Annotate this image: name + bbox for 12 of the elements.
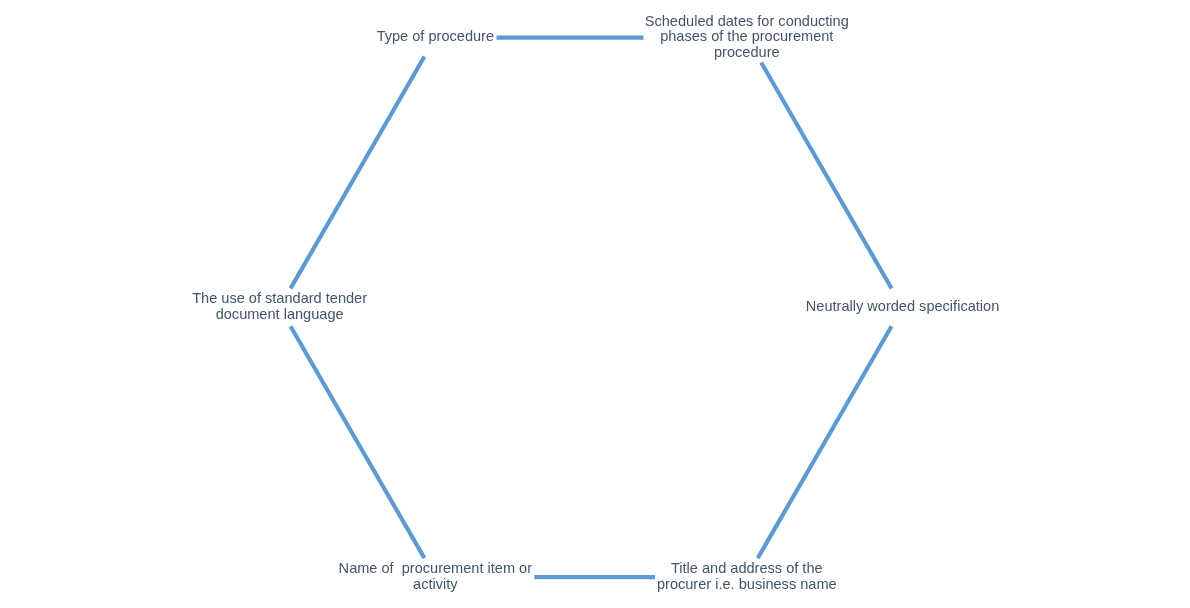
node-text: Neutrally worded specification <box>805 297 999 314</box>
connector <box>755 324 893 559</box>
node-text: Title and address of the procurer i.e. business name <box>656 559 837 592</box>
node-text: Name of procurement item or activity <box>338 559 532 592</box>
node-text: Scheduled dates for conducting phases of the procurement procedure <box>644 12 849 60</box>
node-text: Type of procedure <box>376 27 494 44</box>
connector <box>496 35 643 40</box>
connector <box>758 61 893 289</box>
connector <box>288 324 426 559</box>
node-text: The use of standard tender document language <box>191 289 367 322</box>
connector <box>288 55 426 289</box>
connector <box>533 574 655 579</box>
